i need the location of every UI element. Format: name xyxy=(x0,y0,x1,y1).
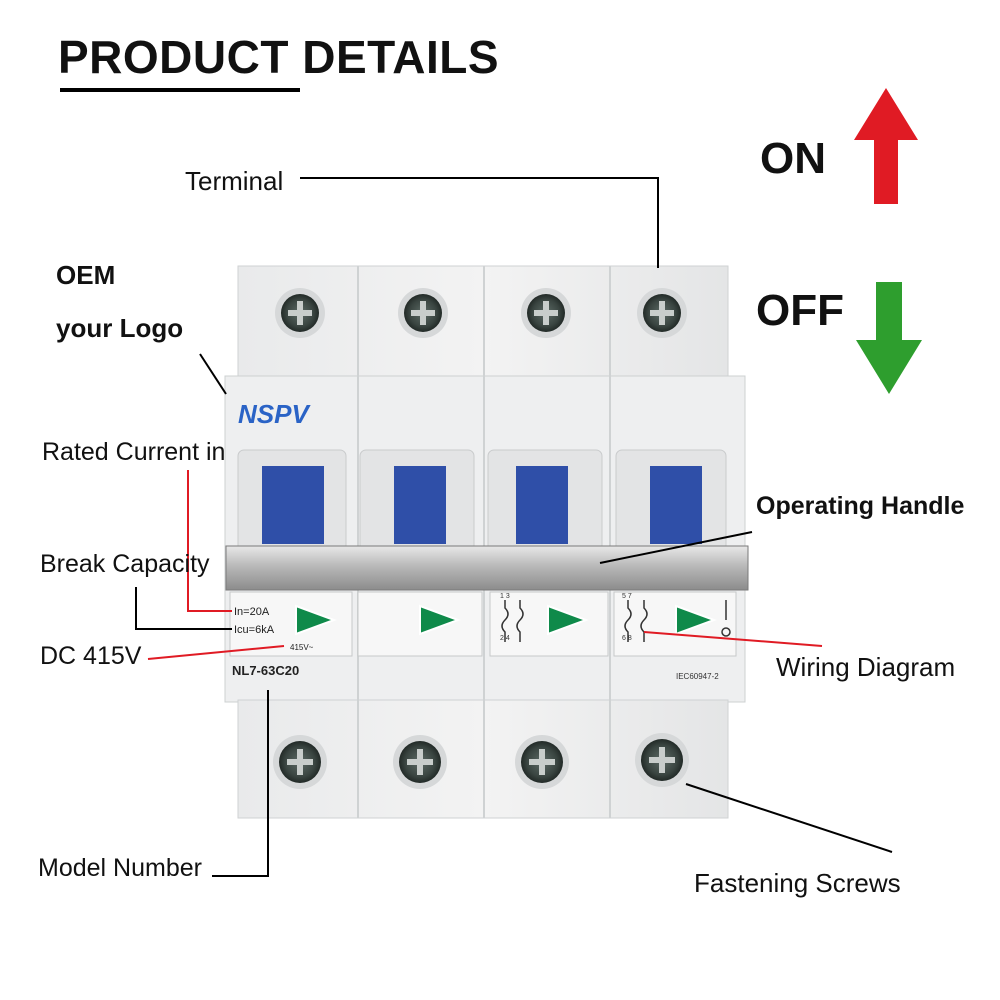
fastening-screws-label: Fastening Screws xyxy=(694,868,901,898)
standard-code: IEC60947-2 xyxy=(676,672,719,681)
operating-handles xyxy=(237,449,727,553)
your-logo-label: your Logo xyxy=(56,313,184,343)
rated-current-label: Rated Current in xyxy=(42,438,226,466)
model-code: NL7-63C20 xyxy=(232,663,299,678)
leader-lines xyxy=(135,177,893,877)
handle-tie-bar xyxy=(225,545,749,591)
on-arrow-icon xyxy=(854,88,918,204)
trip-indicators xyxy=(295,604,717,636)
break-capacity-label: Break Capacity xyxy=(40,550,210,578)
title-underline xyxy=(60,88,300,92)
oem-label: OEM xyxy=(56,260,116,290)
on-label: ON xyxy=(760,134,826,183)
pole3-bottom-numbers: 2 4 xyxy=(500,635,510,642)
off-arrow-icon xyxy=(856,282,922,394)
operating-handle-label: Operating Handle xyxy=(756,492,965,520)
dc-voltage-label: DC 415V xyxy=(40,642,142,670)
rated-voltage: 415V~ xyxy=(290,643,314,652)
brand-logo: NSPV xyxy=(238,399,311,429)
page-title: PRODUCT DETAILS xyxy=(58,31,500,83)
pole4-bottom-numbers: 6 8 xyxy=(622,635,632,642)
wiring-diagram-label: Wiring Diagram xyxy=(776,652,956,682)
pole4-top-numbers: 5 7 xyxy=(622,593,632,600)
red-leader-lines xyxy=(147,470,823,660)
wiring-diagram-symbols xyxy=(501,600,731,642)
rating-icu: Icu=6kA xyxy=(234,624,275,636)
fastening-screws xyxy=(273,733,689,789)
off-label: OFF xyxy=(756,286,844,335)
rating-in: In=20A xyxy=(234,606,270,618)
terminal-label: Terminal xyxy=(185,166,284,196)
pole3-top-numbers: 1 3 xyxy=(500,593,510,600)
model-number-label: Model Number xyxy=(38,854,202,882)
top-terminal-screws xyxy=(275,288,687,338)
